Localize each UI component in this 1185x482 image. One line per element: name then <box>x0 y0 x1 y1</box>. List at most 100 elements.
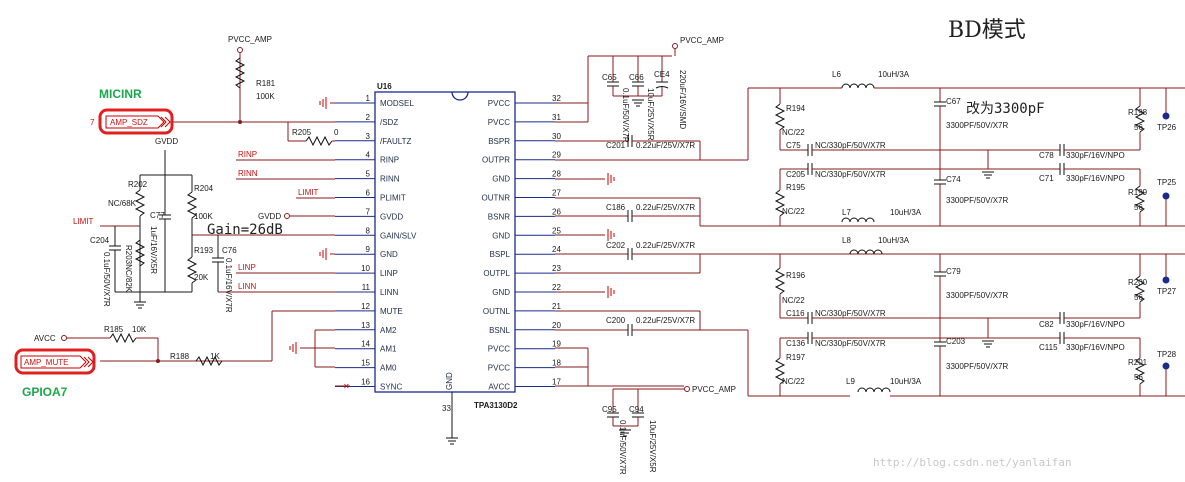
c136-value: NC/330pF/50V/X7R <box>815 339 886 348</box>
c205-label: C205 <box>786 170 806 179</box>
pin-number: 11 <box>362 283 371 292</box>
pin-number: 3 <box>366 132 371 141</box>
ic-pin-2: 2/SDZ <box>335 113 398 127</box>
net-limit: LIMIT <box>298 188 319 197</box>
tp27-label: TP27 <box>1157 287 1177 296</box>
c116-value: NC/330pF/50V/X7R <box>815 309 886 318</box>
pin-number: 28 <box>552 170 561 179</box>
l6-label: L6 <box>832 70 841 79</box>
c95-value: 0.1uF/50V/X7R <box>618 420 627 475</box>
c82-value: 330pF/16V/NPO <box>1066 320 1125 329</box>
pin-name: PVCC <box>488 364 510 373</box>
c203-value: 3300PF/50V/X7R <box>946 362 1008 371</box>
c200-value: 0.22uF/25V/X7R <box>636 316 695 325</box>
pin-number: 26 <box>552 207 561 216</box>
pin-number: 9 <box>366 245 371 254</box>
pin-name: BSPR <box>488 137 510 146</box>
pin-name: GAIN/SLV <box>380 231 417 240</box>
pin-name: MODSEL <box>380 99 414 108</box>
tp26-label: TP26 <box>1157 123 1177 132</box>
c82-label: C82 <box>1039 320 1054 329</box>
l7-value: 10uH/3A <box>890 208 922 217</box>
r188-value: 1K <box>210 352 220 361</box>
r202-value: NC/68K <box>108 199 137 208</box>
pin-name: LINN <box>380 288 398 297</box>
pin-number: 32 <box>552 94 561 103</box>
net-linn: LINN <box>238 282 256 291</box>
watermark: http://blog.csdn.net/yanlaifan <box>873 456 1072 469</box>
pvcc-amp-right-label: PVCC_AMP <box>680 36 724 45</box>
pin-number: 31 <box>552 113 561 122</box>
c95-label: C95 <box>602 405 617 414</box>
gpioa7-label: GPIOA7 <box>22 385 68 399</box>
pin-name: /FAULTZ <box>380 137 412 146</box>
net-avcc: AVCC <box>34 334 56 343</box>
c203-label: C203 <box>946 337 966 346</box>
c76-value: 0.1uF/16V/X7R <box>224 258 233 313</box>
pin-number: 29 <box>552 151 561 160</box>
highlight-amp-mute[interactable]: AMP_MUTE GPIOA7 <box>14 348 96 399</box>
pin-name: AM1 <box>380 345 397 354</box>
r201-value: 56 <box>1134 373 1143 382</box>
c115-value: 330pF/16V/NPO <box>1066 343 1125 352</box>
l9-value: 10uH/3A <box>890 377 922 386</box>
c136-label: C136 <box>786 339 806 348</box>
net-gvdd: GVDD <box>258 212 281 221</box>
highlight-amp-sdz[interactable]: MICINR 7 AMP_SDZ <box>90 87 174 135</box>
c116-label: C116 <box>786 309 805 318</box>
r199-label: R199 <box>1128 188 1148 197</box>
pin-number: 4 <box>366 151 371 160</box>
c67-label: C67 <box>946 97 961 106</box>
c76-label: C76 <box>222 246 237 255</box>
pin-number: 17 <box>552 378 561 387</box>
pin-name: OUTNR <box>482 194 511 203</box>
c201-label: C201 <box>606 141 626 150</box>
ic-left-pins: 1MODSEL2/SDZ3/FAULTZ4RINP5RINN6PLIMIT7GV… <box>335 94 417 392</box>
page-title: BD模式 <box>948 18 1026 43</box>
r202-label: R202 <box>128 180 148 189</box>
c71-value: 330pF/16V/NPO <box>1066 174 1125 183</box>
c65-value: 0.1uF/50V/X7R <box>621 88 630 143</box>
pin-number: 5 <box>366 170 371 179</box>
pin-name: OUTPL <box>483 269 510 278</box>
c74-value: 3300PF/50V/X7R <box>946 196 1008 205</box>
c202-value: 0.22uF/25V/X7R <box>636 241 695 250</box>
pin-name: GND <box>492 288 510 297</box>
pin-number: 24 <box>552 245 561 254</box>
ic-gnd-label: GND <box>445 372 454 390</box>
c78-value: 330pF/16V/NPO <box>1066 151 1125 160</box>
pin-name: RINP <box>380 156 399 165</box>
net-rinp: RINP <box>238 150 257 159</box>
r193-value: 20K <box>194 273 209 282</box>
pin-number: 22 <box>552 283 561 292</box>
pin-name: BSPL <box>490 250 511 259</box>
output-filter: L6 10uH/3A L7 10uH/3A L8 10uH/3A L9 10uH… <box>700 70 1185 397</box>
right-wiring: PVCC_AMP C65 C66 CE4 0.1uF/50V/X7R 10uF/… <box>555 36 1185 475</box>
micinr-label: MICINR <box>99 87 142 101</box>
r188-label: R188 <box>170 352 190 361</box>
pin-name: PLIMIT <box>380 194 406 203</box>
r185-value: 10K <box>132 325 147 334</box>
r201-label: R201 <box>1128 358 1148 367</box>
pin-number: 12 <box>361 302 370 311</box>
pin-number: 19 <box>552 340 561 349</box>
r194-value: NC/22 <box>782 128 805 137</box>
r194-label: R194 <box>786 104 806 113</box>
c79-value: 3300PF/50V/X7R <box>946 291 1008 300</box>
tp25-label: TP25 <box>1157 178 1177 187</box>
l9-label: L9 <box>846 377 855 386</box>
ic-u16: U16 TPA3130D2 GND 33 1MODSEL2/SDZ3/FAULT… <box>335 82 562 445</box>
pin-name: GND <box>492 231 510 240</box>
pin-number: 18 <box>552 359 561 368</box>
c202-label: C202 <box>606 241 626 250</box>
pin-name: OUTNL <box>483 307 511 316</box>
